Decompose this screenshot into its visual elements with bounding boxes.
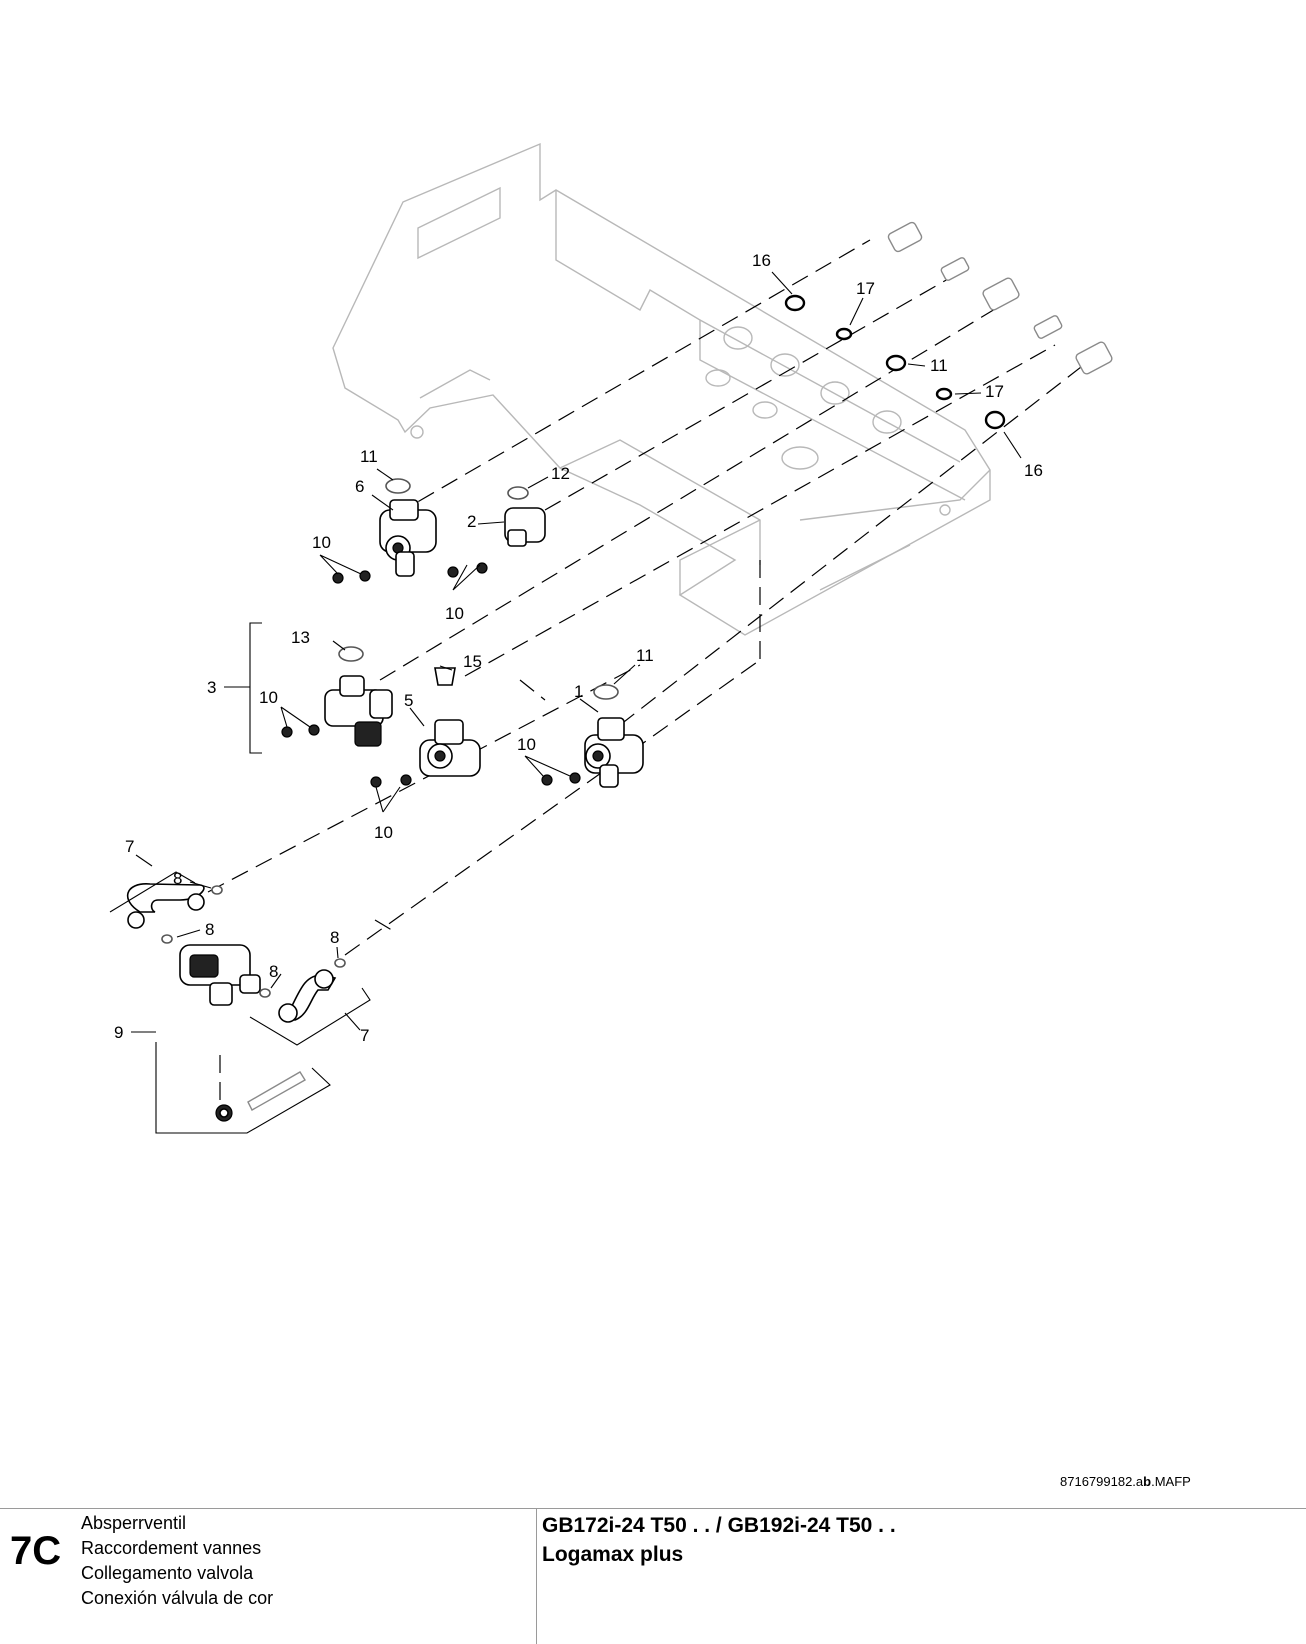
drawing-code: 8716799182.ab.MAFP bbox=[1060, 1474, 1191, 1489]
screw-fittings bbox=[784, 221, 1113, 430]
callout-16-top: 16 bbox=[752, 251, 771, 270]
title-german: Absperrventil bbox=[81, 1513, 187, 1533]
drawing-code-bold: b bbox=[1143, 1474, 1152, 1489]
callout-16-right: 16 bbox=[1024, 461, 1043, 480]
callout-8-right: 8 bbox=[330, 928, 339, 947]
callout-8-center: 8 bbox=[269, 962, 278, 981]
callout-numbers: 16 17 11 17 16 11 6 12 2 10 10 13 15 11 … bbox=[114, 251, 1043, 1045]
callout-17-top: 17 bbox=[856, 279, 875, 298]
title-spanish: Conexión válvula de cor bbox=[81, 1588, 274, 1608]
title-italian: Collegamento valvola bbox=[81, 1563, 254, 1583]
callout-5: 5 bbox=[404, 691, 413, 710]
callout-13: 13 bbox=[291, 628, 310, 647]
valve-assemblies bbox=[281, 478, 644, 788]
callout-10-valve3: 10 bbox=[259, 688, 278, 707]
section-number: 7C bbox=[10, 1529, 62, 1573]
pipes-and-filling-unit bbox=[126, 883, 346, 1122]
drawing-code-prefix: 8716799182.a bbox=[1060, 1474, 1144, 1489]
footer-divider bbox=[536, 1509, 537, 1644]
callout-6: 6 bbox=[355, 477, 364, 496]
product-models: GB172i-24 T50 . . / GB192i-24 T50 . . bbox=[542, 1514, 896, 1537]
callout-11-right: 11 bbox=[930, 356, 948, 375]
section-titles: Absperrventil Raccordement vannes Colleg… bbox=[81, 1511, 273, 1611]
callout-12: 12 bbox=[551, 464, 570, 483]
callout-10-valve2: 10 bbox=[445, 604, 464, 623]
callout-10-valve6: 10 bbox=[312, 533, 331, 552]
callout-3: 3 bbox=[207, 678, 216, 697]
leader-lines bbox=[131, 271, 1022, 1033]
callout-10-valve1: 10 bbox=[517, 735, 536, 754]
title-french: Raccordement vannes bbox=[81, 1538, 262, 1558]
exploded-parts-drawing: 16 17 11 17 16 11 6 12 2 10 10 13 15 11 … bbox=[109, 142, 1113, 1134]
product-name: Logamax plus bbox=[542, 1543, 684, 1566]
group-brackets bbox=[109, 622, 371, 1134]
callout-8-left: 8 bbox=[205, 920, 214, 939]
callout-15: 15 bbox=[463, 652, 482, 671]
page-footer: 7C Absperrventil Raccordement vannes Col… bbox=[0, 1508, 1306, 1644]
callout-10-valve5: 10 bbox=[374, 823, 393, 842]
product-info: GB172i-24 T50 . . / GB192i-24 T50 . . Lo… bbox=[542, 1511, 896, 1569]
callout-9: 9 bbox=[114, 1023, 123, 1042]
callout-8-top: 8 bbox=[173, 869, 182, 888]
callout-7-right: 7 bbox=[360, 1026, 369, 1045]
drawing-code-suffix: .MAFP bbox=[1151, 1474, 1191, 1489]
callout-1: 1 bbox=[574, 682, 583, 701]
callout-7-left: 7 bbox=[125, 837, 134, 856]
mounting-frame bbox=[332, 142, 991, 636]
callout-2: 2 bbox=[467, 512, 476, 531]
callout-17-right: 17 bbox=[985, 382, 1004, 401]
callout-11-valve6: 11 bbox=[360, 447, 378, 466]
assembly-lines bbox=[207, 239, 1091, 1115]
callout-11-valve1: 11 bbox=[636, 646, 654, 665]
